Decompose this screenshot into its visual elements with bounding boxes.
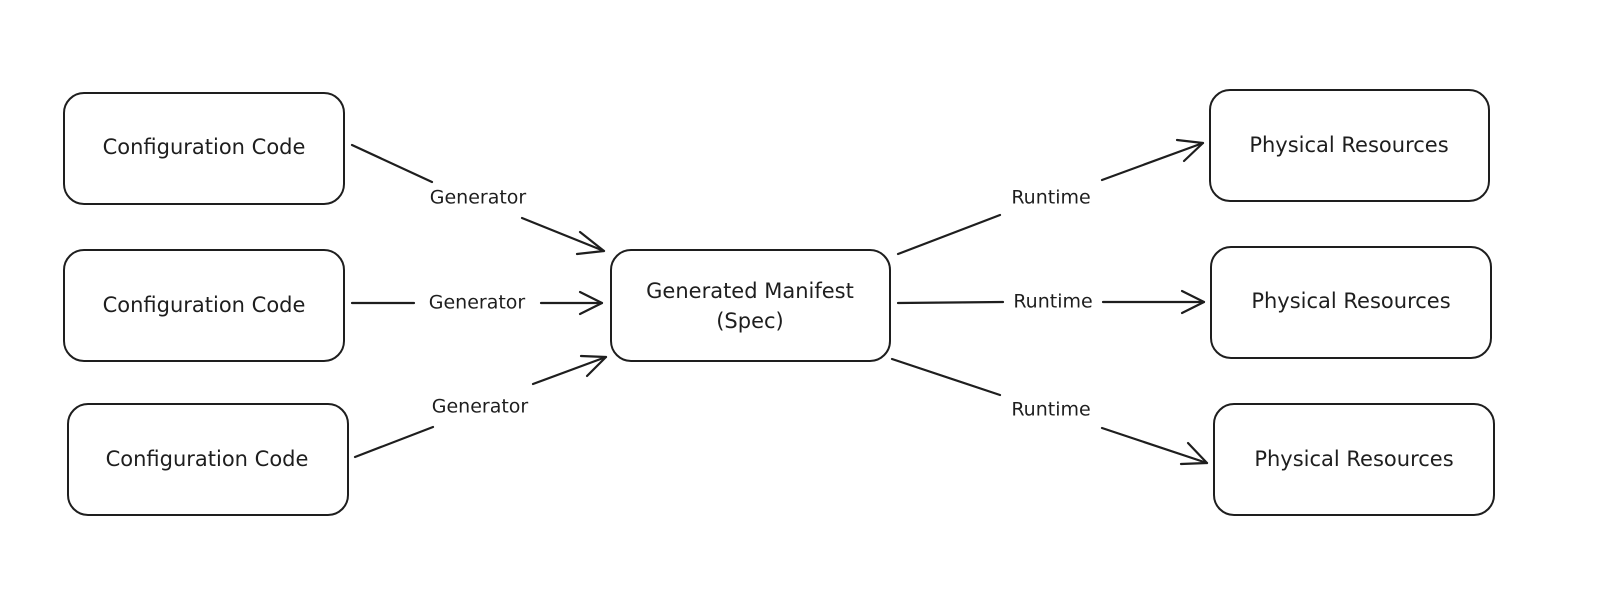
- generator-label-3: Generator: [432, 396, 529, 418]
- physical-resources-label-3: Physical Resources: [1254, 447, 1453, 471]
- config-code-label-2: Configuration Code: [103, 293, 306, 317]
- config-code-box-3: Configuration Code: [67, 403, 349, 516]
- generator-label-1: Generator: [430, 187, 527, 209]
- config-code-label-3: Configuration Code: [106, 447, 309, 471]
- arrow-head-icon: [1179, 441, 1209, 466]
- generated-manifest-sublabel: (Spec): [716, 309, 784, 333]
- generator-arrow-1: Generator: [350, 143, 606, 256]
- runtime-arrow-3: Runtime: [890, 357, 1209, 466]
- physical-resources-box-3: Physical Resources: [1213, 403, 1495, 516]
- runtime-label-3: Runtime: [1011, 399, 1090, 421]
- physical-resources-box-2: Physical Resources: [1210, 246, 1492, 359]
- generator-arrow-2: Generator: [350, 290, 604, 316]
- runtime-label-1: Runtime: [1011, 187, 1090, 209]
- arrow-head-icon: [1180, 289, 1206, 315]
- arrow-head-icon: [575, 230, 606, 256]
- arrow-head-icon: [578, 290, 604, 316]
- generator-label-2: Generator: [429, 292, 526, 314]
- arrow-head-icon: [579, 354, 608, 378]
- physical-resources-box-1: Physical Resources: [1209, 89, 1490, 202]
- config-code-box-1: Configuration Code: [63, 92, 345, 205]
- runtime-label-2: Runtime: [1013, 291, 1092, 313]
- physical-resources-label-2: Physical Resources: [1251, 289, 1450, 313]
- runtime-arrow-1: Runtime: [896, 138, 1205, 256]
- arrow-head-icon: [1175, 138, 1205, 163]
- generated-manifest-box: Generated Manifest (Spec): [610, 249, 891, 362]
- generator-arrow-3: Generator: [353, 354, 608, 459]
- config-code-box-2: Configuration Code: [63, 249, 345, 362]
- physical-resources-label-1: Physical Resources: [1249, 133, 1448, 157]
- runtime-arrow-2: Runtime: [896, 289, 1206, 315]
- generated-manifest-label: Generated Manifest: [646, 279, 854, 303]
- config-code-label-1: Configuration Code: [103, 135, 306, 159]
